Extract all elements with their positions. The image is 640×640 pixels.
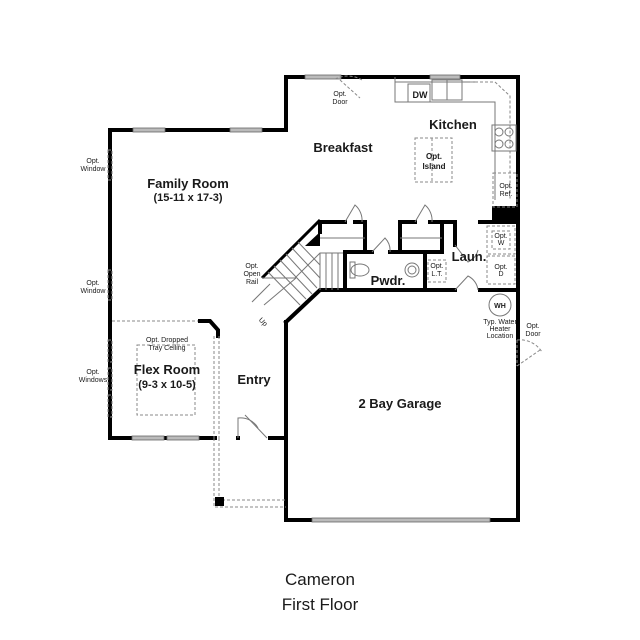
note-opt-window-1: Opt.Window [81, 158, 107, 173]
window [166, 435, 200, 441]
note-opt-ref: Opt.Ref. [499, 183, 512, 198]
room-label-garage: 2 Bay Garage [358, 396, 441, 411]
floor-name: First Floor [282, 595, 359, 614]
note-opt-window-2: Opt.Window [81, 280, 107, 295]
cooktop-icon [491, 124, 517, 152]
room-label-flex-room: Flex Room [134, 362, 200, 377]
opt-window-2 [107, 269, 113, 301]
note-opt-d: Opt.D [494, 264, 507, 278]
entry-door [237, 417, 259, 438]
laundry-wall [440, 220, 457, 247]
porch-post [215, 497, 224, 506]
note-opt-w: Opt.W [494, 233, 507, 247]
opt-island [414, 137, 453, 183]
wh-label: WH [494, 303, 506, 310]
room-label-family-room: Family Room [147, 176, 229, 191]
room-label-powder: Pwdr. [371, 273, 406, 288]
window [131, 435, 165, 441]
note-up: Up [257, 317, 268, 328]
window [429, 74, 461, 80]
room-label-laundry: Laun. [452, 249, 487, 264]
window [132, 127, 166, 133]
exterior-walls [108, 75, 520, 522]
water-heater-icon [488, 293, 512, 317]
plan-name: Cameron [285, 570, 355, 589]
opt-window-4 [107, 367, 113, 391]
opt-washer [486, 225, 516, 255]
note-opt-island: Opt.Island [422, 152, 445, 171]
room-label-entry: Entry [237, 372, 271, 387]
opt-refrigerator [492, 172, 518, 208]
note-opt-door-garage: Opt.Door [525, 323, 541, 338]
opt-window-5 [107, 394, 113, 418]
note-opt-lt: Opt.L.T. [430, 263, 443, 278]
closets [318, 204, 444, 254]
flex-corner [198, 319, 220, 338]
opt-window-1 [107, 149, 113, 181]
garage-door [311, 517, 491, 523]
staircase [251, 232, 345, 306]
flex-room-dimensions: (9-3 x 10-5) [138, 379, 196, 391]
tray-ceiling [136, 344, 196, 416]
room-label-kitchen: Kitchen [429, 117, 477, 132]
opt-window-3 [107, 339, 113, 363]
opt-dryer [486, 255, 516, 285]
kitchen-fixtures [394, 77, 518, 208]
sink-icon [404, 262, 420, 278]
family-room-dimensions: (15-11 x 17-3) [153, 192, 222, 204]
dishwasher [407, 83, 431, 103]
dw-label: DW [413, 90, 428, 100]
window [229, 127, 263, 133]
note-opt-door-top: Opt.Door [332, 91, 348, 106]
note-opt-windows: Opt.Windows [79, 369, 108, 384]
room-label-breakfast: Breakfast [313, 140, 373, 155]
toilet-icon [350, 263, 370, 277]
